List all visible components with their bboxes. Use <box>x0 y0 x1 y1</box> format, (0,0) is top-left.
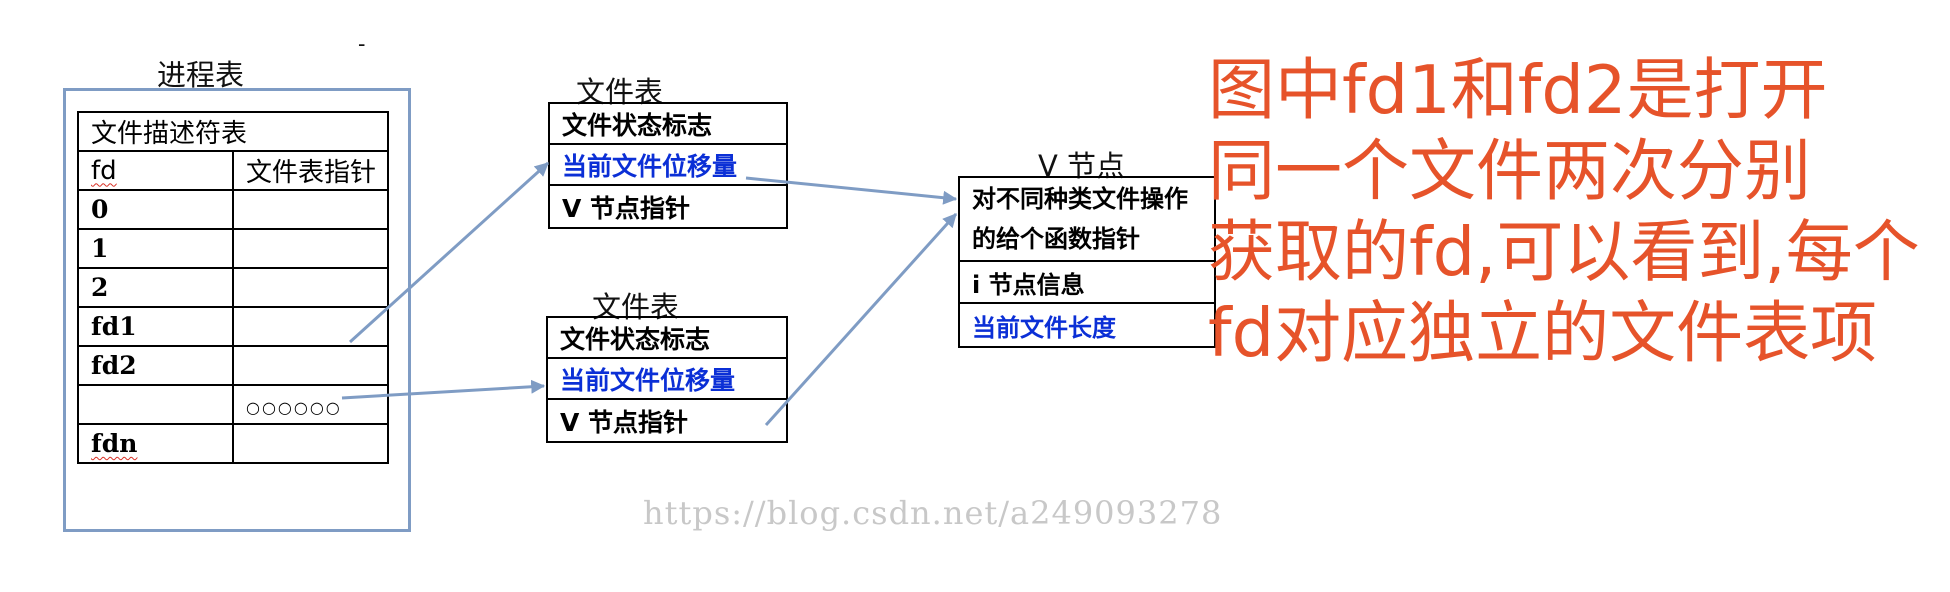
fd-table-header: 文件描述符表 <box>77 111 389 152</box>
process-table-frame <box>63 88 411 532</box>
vnode-pointer: V 节点指针 <box>560 407 689 437</box>
file-descriptor-table: 文件描述符表 fd 文件表指针 0 1 2 fd1 fd2 ○○○○○○ fdn <box>77 111 389 464</box>
current-file-length: 当前文件长度 <box>972 313 1116 342</box>
table-row: 文件描述符表 <box>77 111 389 152</box>
table-row: 0 <box>77 189 389 230</box>
note-line: 图中fd1和fd2是打开 <box>1208 51 1828 129</box>
vnode-table: 对不同种类文件操作 的给个函数指针 i 节点信息 当前文件长度 <box>958 176 1216 348</box>
fd-cell: 1 <box>77 228 234 269</box>
annotation-note: 图中fd1和fd2是打开 同一个文件两次分别 获取的fd,可以看到,每个 fd对… <box>1208 50 1950 374</box>
table-row: fd1 <box>77 306 389 347</box>
note-line: fd对应独立的文件表项 <box>1208 294 1878 372</box>
table-row: fd2 <box>77 345 389 386</box>
vnode-operations-line-2: 的给个函数指针 <box>972 225 1140 253</box>
current-file-offset: 当前文件位移量 <box>548 359 786 400</box>
ellipsis-cell: ○○○○○○ <box>232 384 389 425</box>
pointer-cell <box>232 189 389 230</box>
vnode-pointer: V 节点指针 <box>562 193 691 223</box>
pointer-cell <box>232 306 389 347</box>
fd-cell: fdn <box>77 423 234 464</box>
arrow-fd1-to-file-table-1 <box>348 161 550 344</box>
pointer-cell <box>232 228 389 269</box>
file-status-flags: 文件状态标志 <box>550 104 786 145</box>
stray-mark: - <box>358 32 366 57</box>
note-line: 同一个文件两次分别 <box>1208 132 1811 210</box>
column-fd: fd <box>77 150 234 191</box>
arrow-fd2-to-file-table-2 <box>341 379 546 400</box>
vnode-operations-line-1: 对不同种类文件操作 <box>972 185 1188 213</box>
file-table-1: 文件状态标志 当前文件位移量 V 节点指针 <box>548 102 788 229</box>
file-table-2-title: 文件表 <box>592 290 680 324</box>
current-file-offset: 当前文件位移量 <box>550 145 786 186</box>
note-line: 获取的fd,可以看到,每个 <box>1208 213 1920 291</box>
vnode-operations: 对不同种类文件操作 的给个函数指针 <box>960 178 1214 262</box>
fd-cell: 2 <box>77 267 234 308</box>
file-status-flags: 文件状态标志 <box>548 318 786 359</box>
fd-cell: 0 <box>77 189 234 230</box>
table-row: ○○○○○○ <box>77 384 389 425</box>
table-row: 1 <box>77 228 389 269</box>
pointer-cell <box>232 423 389 464</box>
pointer-cell <box>232 345 389 386</box>
pointer-cell <box>232 267 389 308</box>
fd-cell: fd2 <box>77 345 234 386</box>
column-file-table-pointer: 文件表指针 <box>232 150 389 191</box>
arrow-file-table-2-to-vnode <box>764 212 958 427</box>
table-row: 2 <box>77 267 389 308</box>
table-row: fdn <box>77 423 389 464</box>
arrow-file-table-1-to-vnode <box>745 176 958 205</box>
table-row: fd 文件表指针 <box>77 150 389 191</box>
process-table-title: 进程表 <box>157 58 245 92</box>
inode-info: i 节点信息 <box>960 262 1214 304</box>
fd-cell: fd1 <box>77 306 234 347</box>
watermark: https://blog.csdn.net/a249093278 <box>643 494 1223 532</box>
fd-cell <box>77 384 234 425</box>
file-table-2: 文件状态标志 当前文件位移量 V 节点指针 <box>546 316 788 443</box>
